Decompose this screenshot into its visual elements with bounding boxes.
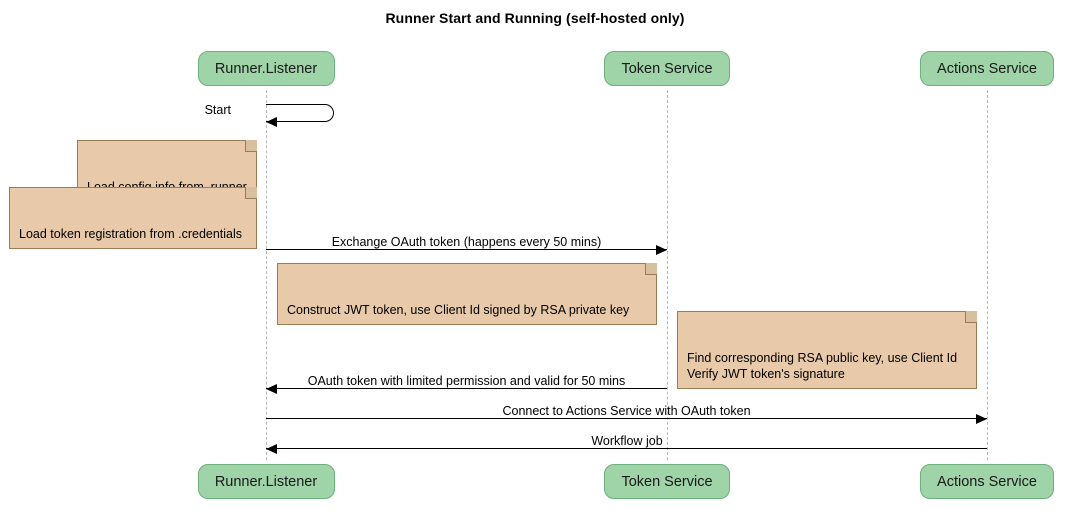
note-fold-corner-icon — [245, 140, 257, 152]
note-fold-corner-icon — [245, 187, 257, 199]
participant-token-service-bottom[interactable]: Token Service — [604, 464, 730, 499]
note-construct-jwt: Construct JWT token, use Client Id signe… — [277, 263, 657, 325]
message-arrowhead-exchange-oauth-token — [656, 245, 667, 255]
message-line-exchange-oauth-token — [266, 249, 667, 250]
participant-runner-listener-bottom[interactable]: Runner.Listener — [197, 464, 335, 499]
self-message-loop-start — [266, 104, 334, 122]
message-label-connect-actions-service: Connect to Actions Service with OAuth to… — [502, 404, 751, 418]
message-label-oauth-token-return: OAuth token with limited permission and … — [307, 374, 626, 388]
participant-actions-service-top[interactable]: Actions Service — [920, 51, 1054, 86]
message-label-exchange-oauth-token: Exchange OAuth token (happens every 50 m… — [331, 235, 602, 249]
note-load-token-registration: Load token registration from .credential… — [9, 187, 257, 249]
note-text: Load token registration from .credential… — [19, 227, 243, 241]
message-line-connect-actions-service — [266, 418, 987, 419]
self-message-arrowhead-start — [266, 117, 277, 127]
participant-runner-listener-top[interactable]: Runner.Listener — [197, 51, 335, 86]
note-fold-corner-icon — [645, 263, 657, 275]
lifeline-runner-listener — [266, 90, 267, 460]
message-label-workflow-job: Workflow job — [591, 434, 663, 448]
message-arrowhead-oauth-token-return — [266, 384, 277, 394]
participant-actions-service-bottom[interactable]: Actions Service — [920, 464, 1054, 499]
message-arrowhead-workflow-job — [266, 444, 277, 454]
note-text: Construct JWT token, use Client Id signe… — [287, 303, 630, 317]
note-text: Find corresponding RSA public key, use C… — [687, 351, 958, 381]
participant-token-service-top[interactable]: Token Service — [604, 51, 730, 86]
lifeline-actions-service — [987, 90, 988, 460]
page-title: Runner Start and Running (self-hosted on… — [385, 10, 685, 26]
message-arrowhead-connect-actions-service — [976, 414, 987, 424]
lifeline-token-service — [667, 90, 668, 460]
note-fold-corner-icon — [965, 311, 977, 323]
message-line-workflow-job — [266, 448, 987, 449]
note-verify-jwt-signature: Find corresponding RSA public key, use C… — [677, 311, 977, 389]
self-message-label-start: Start — [204, 103, 231, 117]
message-line-oauth-token-return — [266, 388, 667, 389]
